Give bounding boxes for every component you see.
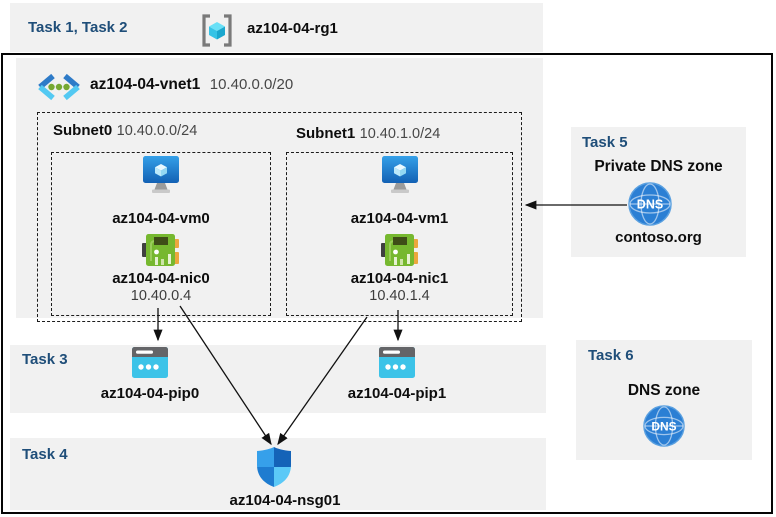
vnet-heading: az104-04-vnet1 10.40.0.0/20 bbox=[90, 76, 293, 94]
task3-label: Task 3 bbox=[22, 351, 68, 368]
nic0-icon bbox=[142, 234, 179, 266]
diagram-frame bbox=[1, 53, 773, 514]
pip0-label: az104-04-pip0 bbox=[100, 385, 200, 402]
pip0-icon bbox=[132, 347, 168, 378]
task12-band: Task 1, Task 2 az104-04-rg1 bbox=[10, 3, 543, 52]
virtual-network-icon bbox=[38, 73, 80, 101]
task6-box: Task 6 DNS zone DNS bbox=[576, 340, 752, 460]
vnet-container: az104-04-vnet1 10.40.0.0/20 Subnet0 10.4… bbox=[16, 58, 543, 322]
task4-band: Task 4 az104-04-nsg01 bbox=[10, 438, 546, 510]
nsg-label: az104-04-nsg01 bbox=[229, 492, 341, 509]
vnet-cidr: 10.40.0.0/20 bbox=[209, 76, 294, 93]
pip1-group: az104-04-pip1 bbox=[340, 347, 454, 402]
vm1-icon bbox=[381, 156, 418, 193]
vnet-name: az104-04-vnet1 bbox=[90, 76, 201, 93]
pip1-icon bbox=[379, 347, 415, 378]
vm0-icon bbox=[143, 156, 179, 193]
subnet0-heading: Subnet0 10.40.0.0/24 bbox=[53, 122, 197, 140]
nic1-icon bbox=[380, 234, 418, 266]
task12-label: Task 1, Task 2 bbox=[28, 19, 128, 36]
pip0-group: az104-04-pip0 bbox=[93, 347, 207, 402]
nic1-ip: 10.40.1.4 bbox=[369, 288, 430, 304]
dns-zone-icon: DNS bbox=[643, 405, 685, 447]
dns-zone-icon-text: DNS bbox=[651, 419, 676, 433]
nic0-ip: 10.40.0.4 bbox=[130, 288, 192, 304]
resource-group-icon bbox=[202, 14, 232, 47]
subnet0-box: az104-04-vm0 az104-04-nic0 10.40.0.4 bbox=[51, 152, 271, 316]
nsg-icon bbox=[257, 447, 291, 487]
private-dns-icon: DNS bbox=[628, 182, 672, 226]
dns-zone-title: DNS zone bbox=[627, 382, 701, 399]
vm0-label: az104-04-vm0 bbox=[112, 210, 210, 227]
subnet1-heading: Subnet1 10.40.1.0/24 bbox=[296, 125, 440, 143]
task4-label: Task 4 bbox=[22, 446, 68, 463]
subnet0-cidr: 10.40.0.0/24 bbox=[116, 123, 198, 139]
task6-label: Task 6 bbox=[588, 347, 634, 364]
nic0-label: az104-04-nic0 bbox=[112, 270, 210, 287]
pip1-label: az104-04-pip1 bbox=[347, 385, 447, 402]
nic1-label: az104-04-nic1 bbox=[350, 270, 449, 287]
subnets-container: Subnet0 10.40.0.0/24 az104-04-vm0 bbox=[37, 112, 522, 322]
vm1-label: az104-04-vm1 bbox=[350, 210, 449, 227]
task5-box: Task 5 Private DNS zone DNS contoso.org bbox=[571, 127, 746, 257]
private-dns-title: Private DNS zone bbox=[594, 158, 723, 175]
task3-band: Task 3 bbox=[10, 345, 546, 413]
private-dns-zone-name: contoso.org bbox=[615, 229, 702, 246]
subnet1-cidr: 10.40.1.0/24 bbox=[359, 126, 441, 142]
subnet0-name: Subnet0 bbox=[53, 122, 113, 139]
subnet1-box: az104-04-vm1 az104-04-nic1 10.40.1.4 bbox=[286, 152, 513, 316]
resource-group-name: az104-04-rg1 bbox=[247, 20, 338, 37]
subnet1-name: Subnet1 bbox=[296, 125, 356, 142]
task5-label: Task 5 bbox=[582, 134, 628, 151]
private-dns-icon-text: DNS bbox=[637, 198, 663, 212]
